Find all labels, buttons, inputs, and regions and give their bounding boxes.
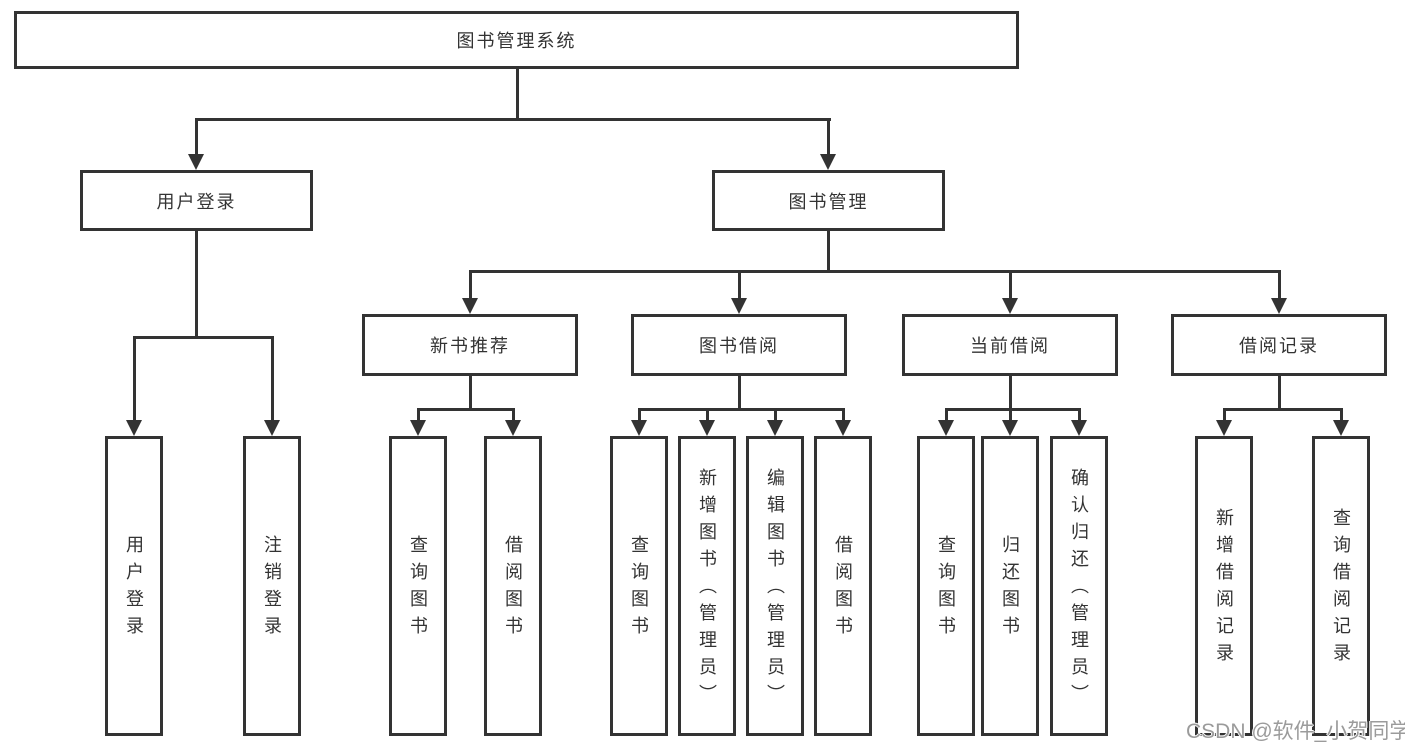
connector-drop bbox=[1078, 408, 1081, 422]
node-book-management: 图书管理 bbox=[712, 170, 945, 231]
connector-drop-leaf-logout bbox=[271, 336, 274, 422]
connector-br-rail bbox=[1223, 408, 1342, 411]
leaf-bb-edit-books-admin: 编辑图书（管理员） bbox=[746, 436, 804, 736]
node-root: 图书管理系统 bbox=[14, 11, 1019, 69]
connector-drop bbox=[1223, 408, 1226, 422]
connector-user-login-rail bbox=[133, 336, 273, 339]
arrowhead-down bbox=[1216, 420, 1232, 436]
connector-drop bbox=[945, 408, 948, 422]
arrowhead-down bbox=[731, 298, 747, 314]
arrowhead-down bbox=[1002, 420, 1018, 436]
arrowhead-down bbox=[1271, 298, 1287, 314]
connector-bb-stem bbox=[738, 376, 741, 408]
node-book-borrow: 图书借阅 bbox=[631, 314, 847, 376]
arrowhead-down bbox=[1002, 298, 1018, 314]
leaf-cb-query-books: 查询图书 bbox=[917, 436, 975, 736]
arrowhead-down bbox=[1333, 420, 1349, 436]
connector-cb-stem bbox=[1009, 376, 1012, 408]
connector-drop bbox=[774, 408, 777, 422]
connector-nbr-rail bbox=[417, 408, 515, 411]
connector-drop-book-borrow bbox=[738, 270, 741, 300]
connector-root-stem bbox=[516, 69, 519, 118]
arrowhead-down bbox=[767, 420, 783, 436]
arrowhead-down bbox=[505, 420, 521, 436]
connector-drop-user-login bbox=[195, 118, 198, 156]
leaf-bb-query-books: 查询图书 bbox=[610, 436, 668, 736]
connector-drop-book-management bbox=[827, 118, 830, 156]
connector-drop bbox=[1009, 408, 1012, 422]
arrowhead-down bbox=[938, 420, 954, 436]
connector-user-login-stem bbox=[195, 231, 198, 336]
leaf-logout: 注销登录 bbox=[243, 436, 301, 736]
connector-level1-rail bbox=[195, 118, 831, 121]
arrowhead-down bbox=[699, 420, 715, 436]
connector-drop-leaf-user-login bbox=[133, 336, 136, 422]
connector-level3-rail bbox=[469, 270, 1281, 273]
connector-drop bbox=[842, 408, 845, 422]
arrowhead-down bbox=[631, 420, 647, 436]
arrowhead-down bbox=[820, 154, 836, 170]
connector-bb-rail bbox=[638, 408, 844, 411]
connector-nbr-stem bbox=[469, 376, 472, 408]
leaf-cb-return-books: 归还图书 bbox=[981, 436, 1039, 736]
arrowhead-down bbox=[410, 420, 426, 436]
leaf-bb-borrow-books: 借阅图书 bbox=[814, 436, 872, 736]
leaf-bb-add-books-admin: 新增图书（管理员） bbox=[678, 436, 736, 736]
arrowhead-down bbox=[835, 420, 851, 436]
connector-drop-new-book-recommend bbox=[469, 270, 472, 300]
arrowhead-down bbox=[126, 420, 142, 436]
connector-drop bbox=[512, 408, 515, 422]
connector-drop bbox=[706, 408, 709, 422]
leaf-nbr-query-books: 查询图书 bbox=[389, 436, 447, 736]
leaf-br-query-record: 查询借阅记录 bbox=[1312, 436, 1370, 736]
connector-br-stem bbox=[1278, 376, 1281, 408]
leaf-cb-confirm-return-admin: 确认归还（管理员） bbox=[1050, 436, 1108, 736]
connector-cb-rail bbox=[945, 408, 1080, 411]
arrowhead-down bbox=[188, 154, 204, 170]
connector-drop bbox=[417, 408, 420, 422]
watermark: CSDN @软件_小贺同学 bbox=[1186, 720, 1405, 743]
arrowhead-down bbox=[264, 420, 280, 436]
connector-drop bbox=[638, 408, 641, 422]
connector-drop bbox=[1340, 408, 1343, 422]
node-user-login: 用户登录 bbox=[80, 170, 313, 231]
node-new-book-recommend: 新书推荐 bbox=[362, 314, 578, 376]
leaf-user-login: 用户登录 bbox=[105, 436, 163, 736]
leaf-br-add-record: 新增借阅记录 bbox=[1195, 436, 1253, 736]
connector-drop-borrow-records bbox=[1278, 270, 1281, 300]
connector-drop-current-borrow bbox=[1009, 270, 1012, 300]
leaf-nbr-borrow-books: 借阅图书 bbox=[484, 436, 542, 736]
node-borrow-records: 借阅记录 bbox=[1171, 314, 1387, 376]
node-current-borrow: 当前借阅 bbox=[902, 314, 1118, 376]
connector-book-management-stem bbox=[827, 231, 830, 270]
arrowhead-down bbox=[462, 298, 478, 314]
arrowhead-down bbox=[1071, 420, 1087, 436]
